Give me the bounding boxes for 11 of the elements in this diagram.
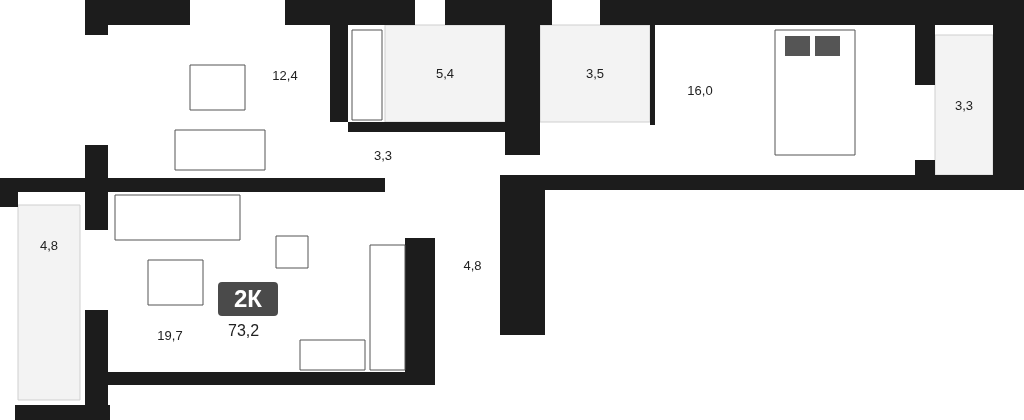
room-area-label: 12,4 (272, 67, 298, 83)
room-area-label: 4,8 (463, 257, 482, 273)
room-area-label: 3,5 (585, 66, 605, 81)
total-area-label: 73,2 (228, 322, 260, 340)
room-area-label: 3,3 (954, 97, 974, 113)
room-area-label: 16,0 (687, 82, 713, 98)
room-count-badge: 2К (218, 282, 278, 316)
room-area-label: 4,8 (39, 237, 59, 253)
room-area-label: 3,3 (373, 147, 393, 163)
room-area-label: 5,4 (435, 66, 455, 81)
room-area-label: 19,7 (157, 327, 183, 343)
